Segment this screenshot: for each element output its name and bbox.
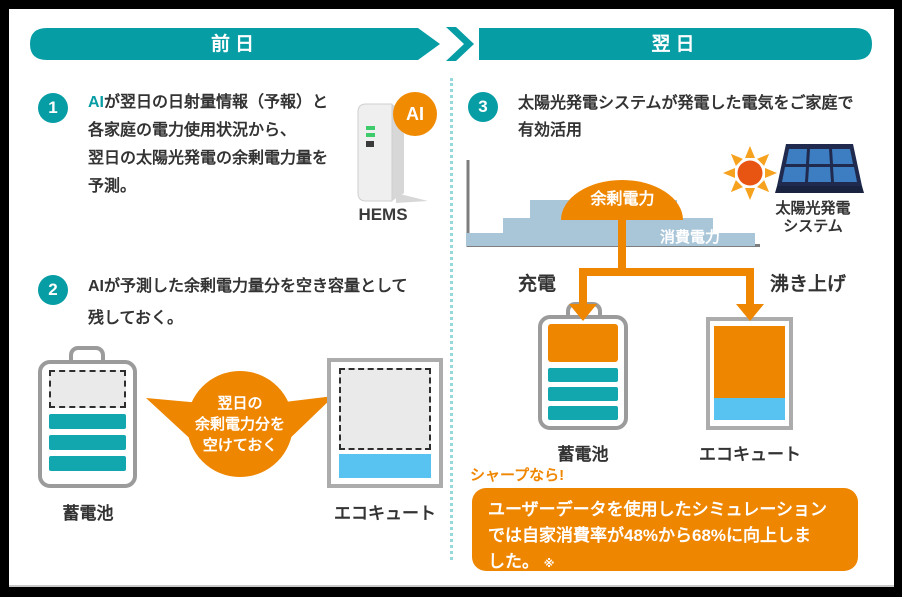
sun-icon <box>723 146 777 200</box>
charge-bar <box>548 368 618 382</box>
led-dark-icon <box>366 141 374 147</box>
step3-text: 太陽光発電システムが発電した電気をご家庭で 有効活用 <box>518 90 854 144</box>
consumption-power-label: 消費電力 <box>659 229 720 246</box>
ecocute-left-label: エコキュート <box>334 504 436 523</box>
battery-left-label: 蓄電池 <box>62 504 114 523</box>
battery-left-icon <box>38 360 137 488</box>
surplus-heated-block <box>714 326 785 398</box>
solar-panel-icon <box>775 144 864 193</box>
reserve-capacity-bubble: 翌日の 余剰電力分を 空けておく <box>187 371 293 477</box>
step1-line3: 翌日の太陽光発電の余剰電力量を <box>88 150 329 167</box>
step1-line2: 各家庭の電力使用状況から、 <box>88 122 297 139</box>
battery-right-icon <box>538 315 628 430</box>
surplus-charged-block <box>548 324 618 362</box>
simulation-result-box: ユーザーデータを使用したシミュレーション では自家消費率が48%から68%に向上… <box>472 488 858 571</box>
hot-water-level <box>339 454 431 478</box>
step3-line1: 太陽光発電システムが発電した電気をご家庭で <box>518 95 854 112</box>
ecocute-left-icon <box>327 358 443 488</box>
step1-text: AIが翌日の日射量情報（予報）と 各家庭の電力使用状況から、 翌日の太陽光発電の… <box>88 89 328 201</box>
charge-bar <box>548 387 618 401</box>
step1-line4: 予測。 <box>88 178 137 195</box>
ecocute-right-icon <box>706 317 793 430</box>
led-green-icon <box>366 133 375 137</box>
step3-badge: 3 <box>468 92 498 122</box>
ecocute-right-label: エコキュート <box>699 445 801 464</box>
result-line3: した。 ※ <box>488 552 555 571</box>
solar-panel-label: 太陽光発電 システム <box>775 200 851 235</box>
led-green-icon <box>366 126 375 130</box>
step3-line2: 有効活用 <box>518 122 583 139</box>
consumption-steps-shape <box>466 200 755 246</box>
result-line1: ユーザーデータを使用したシミュレーション <box>488 500 827 519</box>
header-ribbons <box>30 27 872 61</box>
result-line2: では自家消費率が48%から68%に向上しま <box>488 526 812 545</box>
note-mark: ※ <box>543 558 555 570</box>
header-next-day: 翌日 <box>651 34 700 55</box>
step1-badge: 1 <box>38 93 68 123</box>
battery-right-label: 蓄電池 <box>557 445 609 464</box>
ai-badge: AI <box>393 92 437 136</box>
bubble-line3: 空けておく <box>202 436 278 454</box>
hems-label: HEMS <box>358 205 408 224</box>
charge-bar <box>49 456 126 471</box>
surplus-power-label: 余剰電力 <box>590 191 655 208</box>
boil-label: 沸き上げ <box>769 274 846 295</box>
bubble-line2: 余剰電力分を <box>194 415 285 433</box>
bubble-line1: 翌日の <box>217 394 263 412</box>
arrow-down-icon <box>736 304 764 321</box>
sharp-note-label: シャープなら! <box>470 467 565 484</box>
column-divider <box>450 78 453 560</box>
charge-bar <box>49 414 126 429</box>
chevron-icon <box>446 27 474 61</box>
surplus-stem <box>618 214 626 270</box>
step2-line1: AIが予測した余剰電力量分を空き容量として <box>88 278 408 295</box>
reserved-capacity-area <box>49 370 126 408</box>
step1-line1: AIが翌日の日射量情報（予報）と <box>88 94 329 111</box>
arrow-down-icon <box>569 304 597 321</box>
ai-highlight: AI <box>88 94 104 111</box>
charge-bar <box>548 406 618 420</box>
reserved-capacity-area <box>339 368 431 450</box>
header-prev-day: 前日 <box>210 34 259 55</box>
step2-text: AIが予測した余剰電力量分を空き容量として 残しておく。 <box>88 271 408 335</box>
power-chart <box>466 160 760 247</box>
step2-badge: 2 <box>38 275 68 305</box>
surplus-dome-shape <box>561 180 683 220</box>
split-bar <box>579 268 754 276</box>
step2-line2: 残しておく。 <box>88 310 184 327</box>
charge-bar <box>49 435 126 450</box>
hot-water-level <box>714 398 785 420</box>
charge-label: 充電 <box>517 274 556 295</box>
